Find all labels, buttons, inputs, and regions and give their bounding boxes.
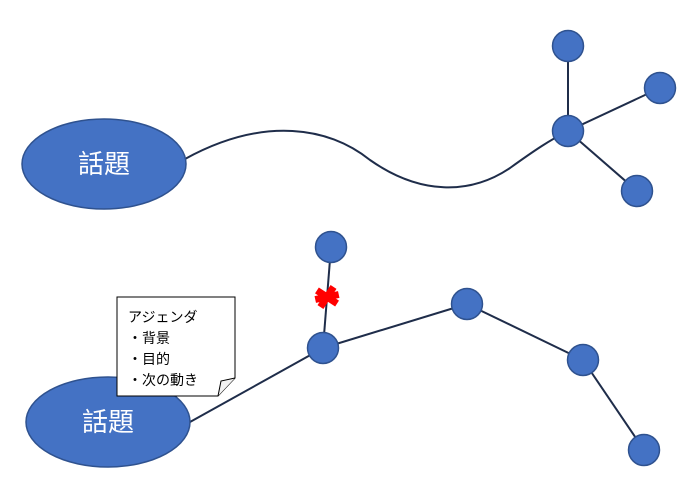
agenda-note-fold: [217, 377, 236, 397]
top-hub-node[interactable]: [551, 114, 585, 148]
bottom-topic-label: 話題: [82, 408, 134, 438]
agenda-note-line-title: アジェンダ: [128, 310, 197, 326]
agenda-note[interactable]: アジェンダ ・背景 ・目的 ・次の動き: [116, 296, 236, 397]
bottom-broken-node[interactable]: [314, 230, 348, 264]
bottom-link-node3-to-node4: [582, 359, 645, 451]
bottom-link-hub-to-node2: [322, 303, 468, 349]
top-leaf-node-up[interactable]: [551, 29, 585, 63]
bottom-node-2[interactable]: [450, 287, 484, 321]
bottom-diagram: 話題 アジェンダ ・背景 ・目的 ・次の動き: [25, 230, 661, 468]
top-branch-line-right: [567, 87, 661, 132]
cross-icon: [314, 285, 340, 309]
bottom-topic-node[interactable]: [25, 376, 191, 468]
top-leaf-node-down[interactable]: [620, 174, 654, 208]
top-topic-node[interactable]: [21, 118, 187, 210]
bottom-node-3[interactable]: [566, 343, 600, 377]
bottom-link-node2-to-node3: [466, 303, 584, 361]
agenda-note-line-next-steps: ・次の動き: [128, 373, 198, 389]
top-main-curve: [184, 129, 569, 189]
bottom-node-4[interactable]: [627, 433, 661, 467]
top-leaf-node-right[interactable]: [643, 71, 677, 105]
agenda-note-line-background: ・背景: [128, 331, 170, 347]
top-diagram: 話題: [21, 29, 677, 210]
agenda-note-line-purpose: ・目的: [128, 352, 170, 368]
bottom-link-topic-to-hub: [189, 347, 324, 423]
bottom-hub-node[interactable]: [306, 331, 340, 365]
top-topic-label: 話題: [78, 150, 130, 180]
